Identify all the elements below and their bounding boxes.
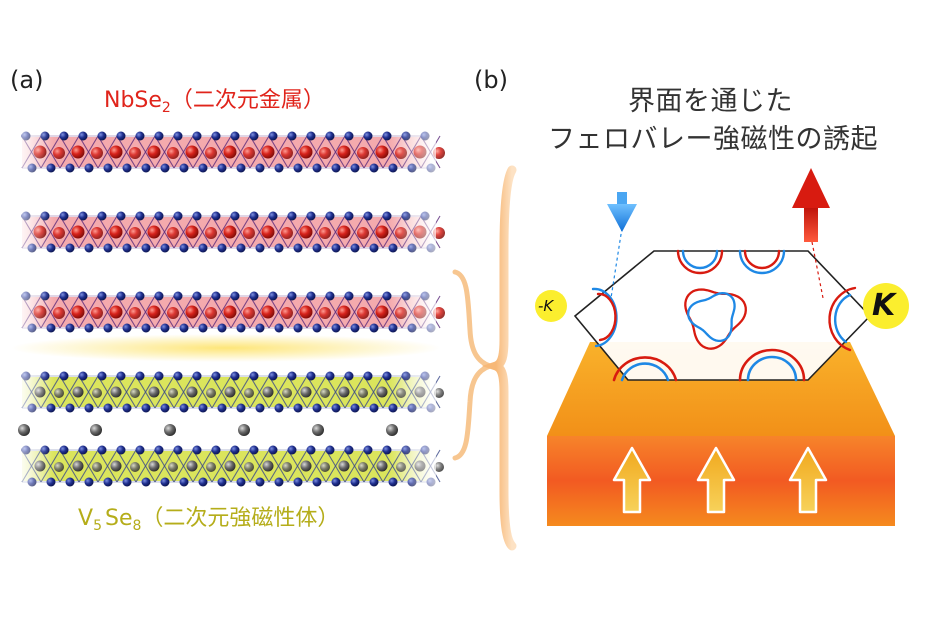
panel-a-label: (a) bbox=[10, 66, 44, 94]
k-minus-marker bbox=[535, 290, 567, 322]
magnetization-arrow-2 bbox=[696, 446, 736, 514]
brillouin-zone-hexagon bbox=[573, 250, 872, 381]
pocket-bottom-left-outer bbox=[612, 356, 678, 382]
layer-stack bbox=[18, 130, 445, 488]
v-layer-1 bbox=[21, 370, 444, 414]
pocket-top-left-inner bbox=[681, 249, 719, 270]
magnetization-arrow-1 bbox=[612, 446, 652, 514]
k-plus-marker bbox=[863, 283, 909, 329]
spin-down-arrow bbox=[607, 192, 637, 232]
v5se8-subscript-se: 8 bbox=[132, 518, 142, 534]
intercalated-v-atoms bbox=[18, 424, 398, 436]
nbse2-subscript: 2 bbox=[161, 100, 171, 116]
pocket-right-outer bbox=[833, 293, 852, 344]
v5se8-formula-se: Se bbox=[104, 506, 133, 531]
fermi-contours bbox=[591, 249, 857, 382]
v-layer-2 bbox=[21, 444, 444, 488]
nb-layer-2 bbox=[21, 210, 445, 254]
pocket-bottom-left-inner bbox=[620, 362, 670, 382]
k-minus-label: -K bbox=[538, 297, 554, 315]
v5se8-formula-v: V bbox=[78, 506, 94, 531]
panel-b-label: (b) bbox=[474, 66, 508, 94]
spin-up-arrow bbox=[792, 168, 830, 242]
pocket-bottom-right-inner bbox=[746, 355, 798, 382]
v5se8-note: （二次元強磁性体） bbox=[141, 506, 340, 531]
nbse2-formula: NbSe bbox=[104, 88, 162, 113]
pocket-top-left-outer bbox=[676, 249, 724, 275]
pocket-top-right-inner bbox=[743, 249, 781, 270]
title-line-2: フェロバレー強磁性の誘起 bbox=[548, 124, 878, 155]
pocket-left-inner bbox=[596, 292, 617, 342]
nbse2-note: （二次元金属） bbox=[170, 88, 325, 113]
large-brace bbox=[481, 165, 517, 551]
pocket-bottom-right-outer bbox=[738, 348, 806, 382]
nb-layer-3 bbox=[21, 290, 445, 334]
interface-glow bbox=[11, 334, 441, 362]
title-line-1: 界面を通じた bbox=[628, 86, 793, 117]
pocket-top-right-outer bbox=[738, 249, 786, 275]
nbse2-label: NbSe2（二次元金属） bbox=[104, 88, 325, 116]
pocket-right-inner bbox=[828, 286, 857, 352]
small-brace bbox=[452, 269, 498, 461]
k-plus-label: K bbox=[872, 288, 896, 323]
nb-layer-1 bbox=[21, 130, 445, 174]
magnetization-arrow-3 bbox=[788, 446, 828, 514]
v5se8-subscript-v: 5 bbox=[93, 518, 102, 534]
center-pocket-inner bbox=[687, 292, 736, 343]
